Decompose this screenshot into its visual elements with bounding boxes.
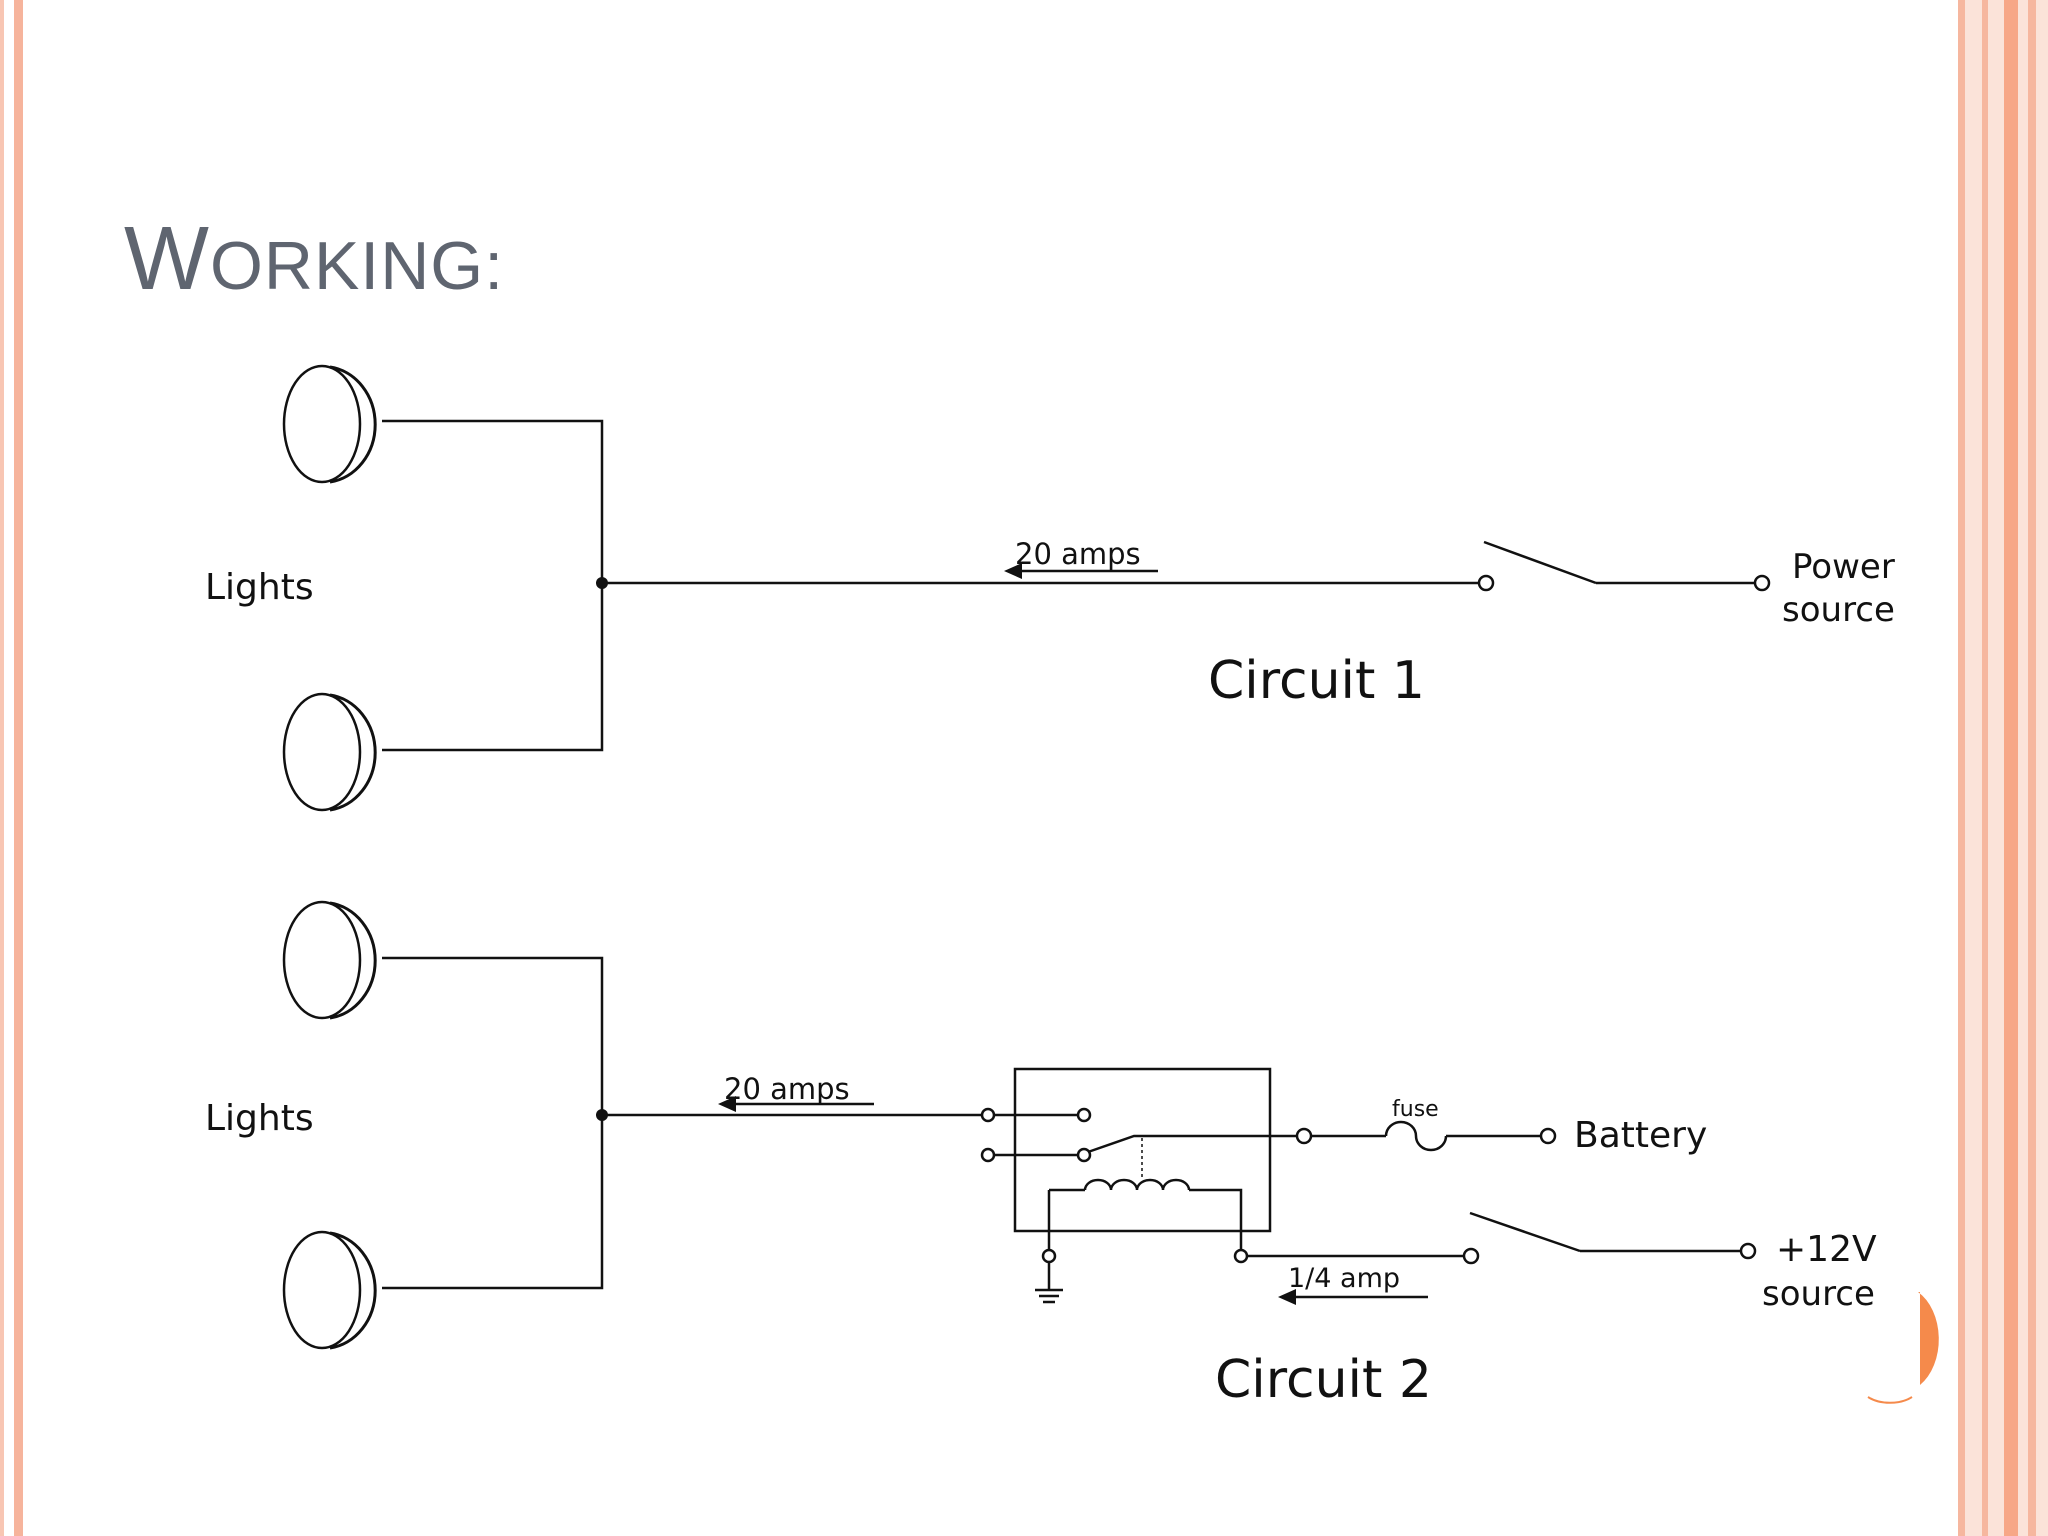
slide-number-marker: [1918, 1292, 1939, 1385]
arrow-head: [1278, 1289, 1296, 1305]
lamp-icon: [282, 900, 377, 1020]
current-label: 20 amps: [1015, 537, 1141, 571]
border-line: [1958, 0, 1965, 1536]
power-source-label: source: [1782, 590, 1895, 630]
switch-contact: [1462, 1247, 1480, 1265]
relay-armature: [1087, 1134, 1300, 1154]
junction-dot: [596, 577, 608, 589]
relay-coil: [1083, 1178, 1191, 1191]
circuit-label: Circuit 2: [1215, 1350, 1432, 1410]
wire: [382, 956, 604, 1290]
terminal: [1539, 1127, 1557, 1145]
terminal: [1739, 1242, 1757, 1260]
battery-label: Battery: [1574, 1115, 1707, 1156]
power-source-label: Power: [1792, 547, 1895, 587]
current-label: 20 amps: [724, 1072, 850, 1106]
border-line: [14, 0, 23, 1536]
lamp-icon: [282, 364, 377, 484]
source-label: source: [1762, 1274, 1875, 1314]
current-label: 1/4 amp: [1288, 1263, 1400, 1294]
relay-box: [1013, 1067, 1272, 1233]
lamp-icon: [282, 692, 377, 812]
lights-label: Lights: [205, 1098, 314, 1139]
ground-symbol: [1035, 1262, 1063, 1304]
switch-contact: [1477, 574, 1495, 592]
fuse-label: fuse: [1392, 1097, 1439, 1122]
terminal: [1295, 1127, 1313, 1145]
border-line: [0, 0, 4, 1536]
terminal: [1233, 1248, 1249, 1264]
border-line: [2004, 0, 2018, 1536]
junction-dot: [596, 1109, 608, 1121]
lights-label: Lights: [205, 567, 314, 608]
lamp-icon: [282, 1230, 377, 1350]
terminal: [1753, 574, 1771, 592]
terminal: [1041, 1248, 1057, 1264]
border-line: [2028, 0, 2036, 1536]
circuit-label: Circuit 1: [1208, 651, 1425, 711]
arrow-head: [718, 1096, 736, 1112]
border-line: [1982, 0, 1988, 1536]
arrow-head: [1004, 563, 1022, 579]
slide-title: WORKING:: [124, 209, 505, 309]
fuse-symbol: [1384, 1120, 1448, 1152]
switch-blade: [1483, 540, 1597, 585]
source-label: +12V: [1776, 1229, 1877, 1270]
wire: [382, 419, 604, 752]
switch-blade: [1469, 1211, 1581, 1253]
